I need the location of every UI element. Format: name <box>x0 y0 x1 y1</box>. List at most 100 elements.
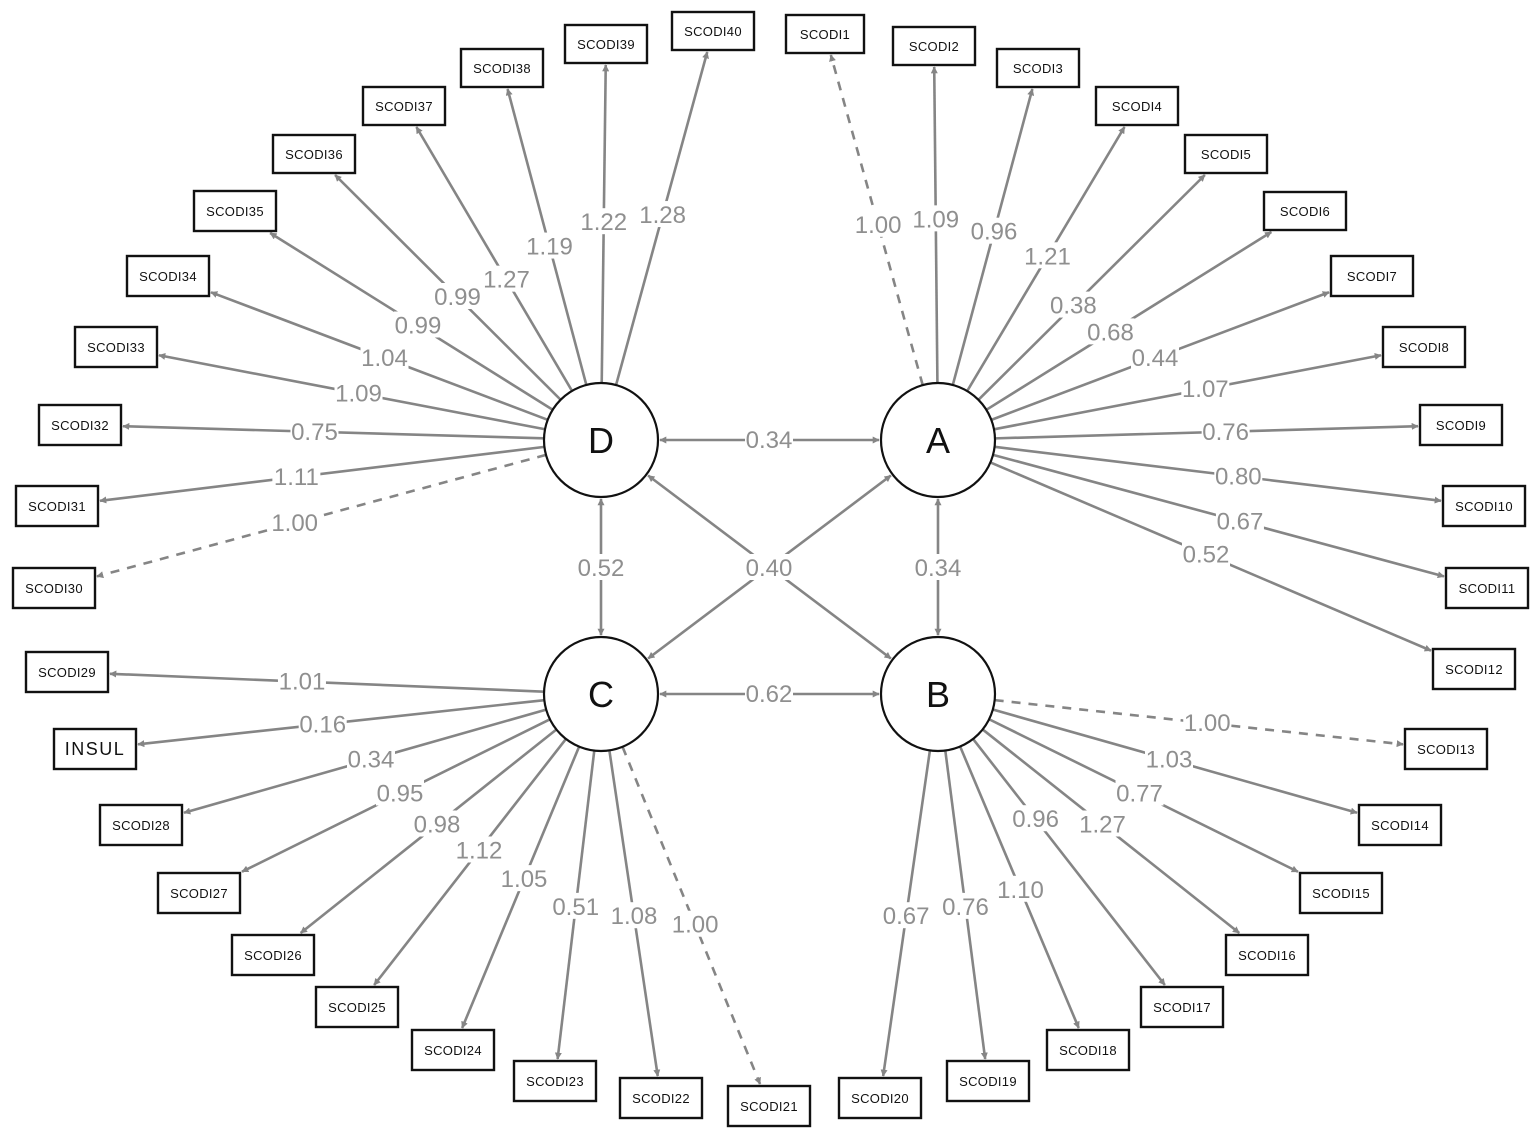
indicator-box <box>37 403 123 447</box>
indicator-label: SCODI13 <box>1417 742 1475 757</box>
indicator-box <box>784 13 866 55</box>
loading-label-scodi29: 1.01 <box>279 669 326 696</box>
loading-label-scodi37-bg <box>482 265 531 292</box>
indicator-scodi38: SCODI38 <box>459 47 545 89</box>
indicator-scodi33: SCODI33 <box>73 325 159 369</box>
loading-label-scodi32-bg <box>290 417 339 444</box>
indicator-label: SCODI37 <box>375 99 433 114</box>
indicator-scodi5: SCODI5 <box>1183 133 1269 175</box>
covariance-label-d-c-bg <box>577 554 625 580</box>
indicator-scodi13: SCODI13 <box>1403 727 1489 771</box>
indicator-insul: INSUL <box>52 727 138 771</box>
loading-label-scodi14: 1.03 <box>1146 747 1193 774</box>
loading-label-scodi27-bg <box>376 779 424 806</box>
indicator-label: SCODI34 <box>139 269 197 284</box>
loading-label-scodi36: 0.99 <box>434 284 481 311</box>
indicator-scodi19: SCODI19 <box>945 1059 1031 1103</box>
indicator-scodi14: SCODI14 <box>1357 803 1443 847</box>
loading-label-scodi26-bg <box>413 810 461 837</box>
loading-label-scodi10: 0.80 <box>1215 463 1262 490</box>
latent-label: A <box>926 420 950 461</box>
loading-edge-c-scodi29 <box>109 670 545 693</box>
indicator-box <box>1224 933 1310 977</box>
indicator-label: SCODI30 <box>25 581 83 596</box>
indicator-box <box>1094 85 1180 127</box>
loading-label-scodi34: 1.04 <box>361 345 408 372</box>
loading-label-scodi21: 1.00 <box>672 912 719 939</box>
loading-label-scodi22-bg <box>610 902 658 929</box>
indicator-label: SCODI33 <box>87 340 145 355</box>
loading-label-scodi23: 0.51 <box>552 894 599 921</box>
indicator-label: SCODI2 <box>909 39 959 54</box>
loading-label-scodi9: 0.76 <box>1202 419 1249 446</box>
indicator-label: SCODI27 <box>170 886 228 901</box>
loading-label-scodi24-bg <box>500 865 549 892</box>
indicator-label: SCODI20 <box>851 1091 909 1106</box>
indicator-scodi28: SCODI28 <box>98 803 184 847</box>
loading-label-scodi6: 0.68 <box>1087 319 1134 346</box>
indicator-scodi31: SCODI31 <box>14 484 100 528</box>
indicator-box <box>14 484 100 528</box>
indicator-scodi27: SCODI27 <box>156 871 242 915</box>
loading-label-scodi4-bg <box>1023 242 1072 269</box>
indicator-scodi12: SCODI12 <box>1431 647 1517 691</box>
loading-label-scodi1-bg <box>854 210 903 237</box>
loading-label-scodi30-bg <box>270 508 319 535</box>
loading-label-scodi18-bg <box>996 875 1045 902</box>
indicator-label: SCODI3 <box>1013 61 1063 76</box>
indicator-box <box>1357 803 1443 847</box>
indicator-box <box>1045 1028 1131 1072</box>
indicator-scodi4: SCODI4 <box>1094 85 1180 127</box>
indicator-box <box>726 1084 812 1128</box>
indicator-scodi24: SCODI24 <box>410 1028 496 1072</box>
indicator-label: SCODI28 <box>112 818 170 833</box>
indicator-box <box>156 871 242 915</box>
indicator-scodi39: SCODI39 <box>563 23 649 65</box>
covariance-label-c-a-bg <box>745 554 793 580</box>
indicator-label: SCODI32 <box>51 418 109 433</box>
indicator-label: SCODI8 <box>1399 340 1449 355</box>
loading-label-scodi15: 0.77 <box>1116 781 1163 808</box>
indicator-scodi30: SCODI30 <box>11 566 97 610</box>
loading-label-scodi7-bg <box>1131 344 1179 370</box>
loading-edge-d-scodi31 <box>99 445 545 504</box>
loading-label-insul-bg <box>298 710 347 737</box>
loading-label-insul: 0.16 <box>299 711 346 738</box>
loading-label-scodi32: 0.75 <box>291 419 338 446</box>
loading-label-scodi19: 0.76 <box>942 894 989 921</box>
loading-label-scodi16: 1.27 <box>1079 812 1126 839</box>
loading-label-scodi18: 1.10 <box>997 877 1044 904</box>
loading-label-scodi26: 0.98 <box>414 812 461 839</box>
loading-label-scodi5: 0.38 <box>1050 293 1097 320</box>
indicator-box <box>230 933 316 977</box>
latent-b: B <box>879 635 997 753</box>
loading-label-scodi12-bg <box>1182 540 1230 567</box>
loading-label-scodi37: 1.27 <box>483 267 530 294</box>
indicator-label: INSUL <box>65 739 126 759</box>
indicator-label: SCODI15 <box>1312 886 1370 901</box>
loading-label-scodi15-bg <box>1115 779 1164 806</box>
indicator-box <box>24 650 110 694</box>
indicator-scodi3: SCODI3 <box>995 47 1081 89</box>
loading-label-scodi14-bg <box>1145 745 1193 772</box>
indicator-box <box>1403 727 1489 771</box>
latent-label: C <box>588 674 614 715</box>
indicator-box <box>512 1059 598 1103</box>
indicator-box <box>1418 403 1504 447</box>
indicator-label: SCODI31 <box>28 499 86 514</box>
covariance-label-a-b: 0.34 <box>915 555 962 582</box>
indicator-box <box>98 803 184 847</box>
indicator-scodi37: SCODI37 <box>361 85 447 127</box>
loading-label-scodi38: 1.19 <box>526 234 573 261</box>
indicator-box <box>1431 647 1517 691</box>
indicator-scodi8: SCODI8 <box>1381 325 1467 369</box>
loading-label-scodi30: 1.00 <box>271 510 318 537</box>
loading-label-scodi2-bg <box>911 205 960 232</box>
loading-label-scodi8: 1.07 <box>1182 376 1229 403</box>
indicator-label: SCODI12 <box>1445 662 1503 677</box>
indicator-label: SCODI16 <box>1238 948 1296 963</box>
loading-edge-a-scodi5 <box>977 174 1206 401</box>
loading-label-scodi33-bg <box>334 379 383 406</box>
